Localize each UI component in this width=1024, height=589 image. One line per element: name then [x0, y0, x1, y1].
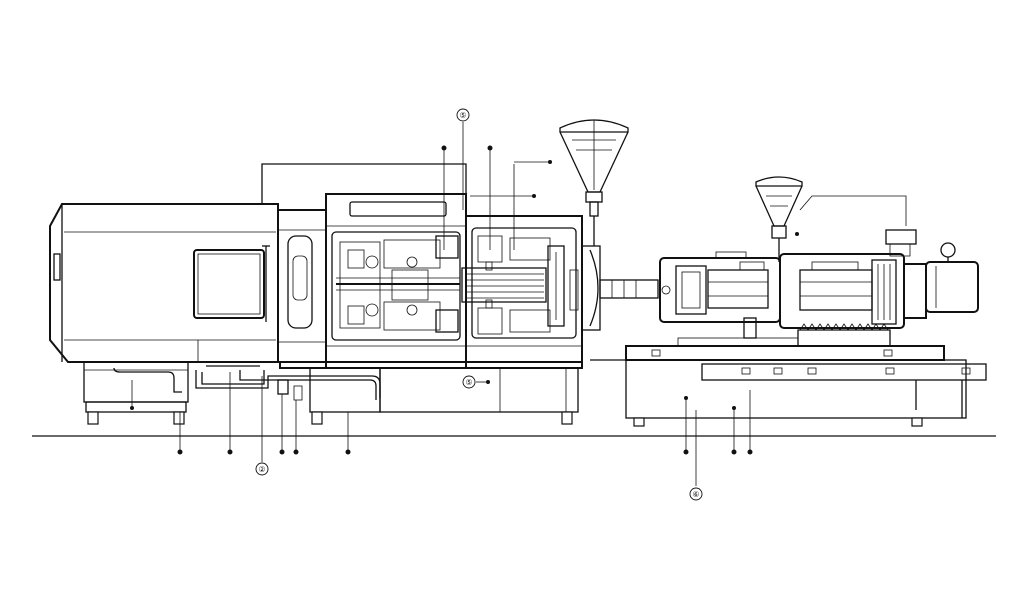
callout-bottom-right: ⑥: [689, 487, 703, 501]
callout-bottom-left: ②: [255, 462, 269, 476]
callout-top: ⑤: [456, 108, 470, 122]
leader-lines: [130, 122, 907, 486]
callout-middle-label: ⑤: [465, 378, 472, 387]
secondary-hopper: [755, 176, 803, 262]
callout-bottom-right-label: ⑥: [692, 490, 699, 499]
callout-bottom-left-label: ②: [258, 465, 265, 474]
callout-top-label: ⑤: [459, 111, 466, 120]
injection-base: [590, 345, 987, 427]
clamp-platen-cover: [277, 209, 327, 363]
callout-middle: ⑤: [462, 375, 476, 389]
mold-section: [325, 193, 601, 369]
machine-base: [113, 361, 583, 425]
main-hopper: [559, 119, 629, 246]
injection-unit: [599, 229, 979, 347]
clamp-housing: [49, 203, 279, 425]
